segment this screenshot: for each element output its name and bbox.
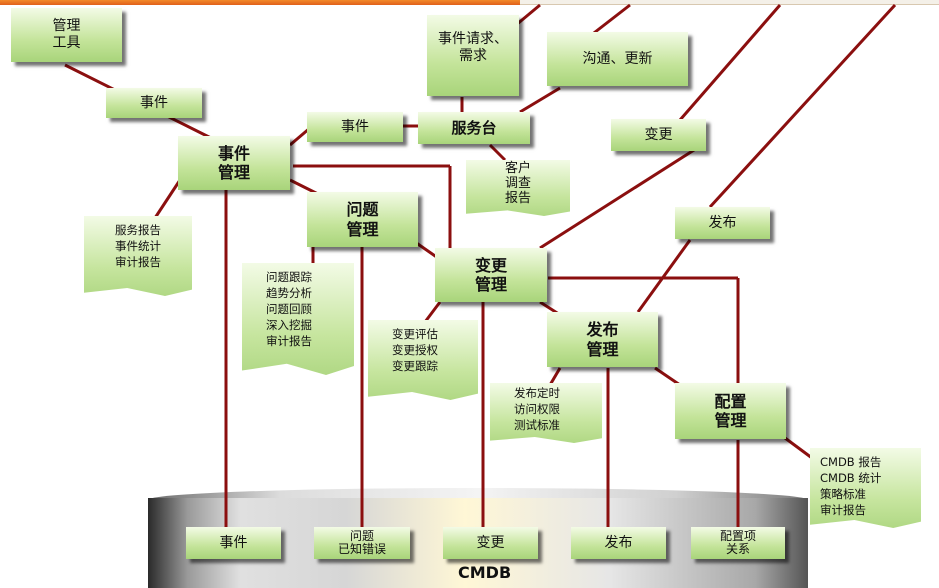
line-change-to-top bbox=[539, 141, 706, 250]
release-label-text: 发布 bbox=[708, 214, 737, 231]
change-docs: 变更评估 变更授权 变更跟踪 bbox=[368, 320, 478, 400]
line-incident-to-reports bbox=[153, 179, 182, 219]
doc-line: 发布定时 bbox=[514, 386, 560, 400]
line-problem-to-change bbox=[414, 240, 439, 260]
mgmt-tools-box: 管理工具 bbox=[11, 8, 122, 62]
connector-lines bbox=[64, 3, 897, 530]
mgmt-tools-line2: 工具 bbox=[52, 35, 81, 51]
doc-line: CMDB 统计 bbox=[820, 471, 882, 486]
release-mgmt-line1: 发布 bbox=[586, 320, 619, 340]
config-mgmt-line1: 配置 bbox=[714, 391, 747, 411]
incident-label-mid-text: 事件 bbox=[341, 118, 369, 135]
cmdb-slot-change-text: 变更 bbox=[476, 534, 505, 551]
doc-line: 审计报告 bbox=[266, 334, 312, 349]
doc-line: 变更跟踪 bbox=[392, 359, 438, 374]
release-label-box: 发布 bbox=[675, 207, 770, 239]
line-release-to-docs bbox=[548, 367, 562, 386]
incident-label-mid: 事件 bbox=[307, 112, 403, 142]
top-accent-bar bbox=[0, 0, 939, 5]
top-accent-strip bbox=[520, 0, 939, 5]
incident-label-top-text: 事件 bbox=[140, 94, 168, 111]
incident-label-top: 事件 bbox=[106, 88, 202, 118]
change-label-text: 变更 bbox=[644, 126, 673, 143]
doc-line: 策略标准 bbox=[820, 487, 866, 502]
change-mgmt-line1: 变更 bbox=[474, 255, 507, 275]
problem-mgmt-box: 问题管理 bbox=[307, 192, 418, 247]
line-desk-to-survey bbox=[488, 143, 507, 162]
mgmt-tools-line1: 管理 bbox=[52, 18, 81, 35]
incident-mgmt-box: 事件管理 bbox=[178, 136, 290, 190]
doc-line: 访问权限 bbox=[514, 402, 560, 417]
service-reports-doc: 服务报告 事件统计 审计报告 bbox=[84, 216, 192, 296]
line-release-label-to-top bbox=[708, 3, 897, 209]
doc-line: 变更评估 bbox=[392, 327, 438, 341]
doc-line: 报告 bbox=[504, 190, 531, 206]
cmdb-slot-problem-line2: 已知错误 bbox=[337, 542, 386, 556]
incident-mgmt-line2: 管理 bbox=[217, 163, 250, 182]
doc-line: 趋势分析 bbox=[266, 286, 312, 301]
release-mgmt-line2: 管理 bbox=[586, 339, 619, 359]
line-incident-to-incident-label bbox=[289, 126, 311, 147]
line-change-label-to-top bbox=[678, 4, 782, 121]
doc-line: 审计报告 bbox=[820, 503, 866, 518]
doc-line: 问题回顾 bbox=[266, 302, 312, 317]
release-mgmt-box: 发布管理 bbox=[547, 312, 658, 367]
problem-mgmt-line1: 问题 bbox=[346, 200, 379, 220]
doc-line: CMDB 报告 bbox=[820, 455, 882, 469]
cmdb-slot-problem: 问题已知错误 bbox=[314, 527, 410, 559]
problem-docs: 问题跟踪 趋势分析 问题回顾 深入挖掘 审计报告 bbox=[242, 263, 354, 375]
cmdb-docs: CMDB 报告 CMDB 统计 策略标准 审计报告 bbox=[810, 448, 921, 528]
doc-line: 审计报告 bbox=[115, 255, 161, 270]
incident-mgmt-line1: 事件 bbox=[217, 143, 250, 163]
line-config-to-cmdb-docs bbox=[784, 436, 813, 460]
doc-line: 调查 bbox=[504, 175, 531, 191]
doc-line: 问题跟踪 bbox=[266, 270, 312, 284]
cmdb-slot-config: 配置项关系 bbox=[691, 527, 785, 559]
cmdb-slot-release-text: 发布 bbox=[604, 534, 633, 551]
release-docs: 发布定时 访问权限 测试标准 bbox=[490, 383, 602, 443]
cmdb-slot-config-line1: 配置项 bbox=[719, 528, 756, 543]
line-release-to-config bbox=[654, 366, 681, 387]
doc-line: 变更授权 bbox=[392, 343, 438, 358]
cmdb-slot-incident: 事件 bbox=[186, 527, 281, 559]
communicate-update-text: 沟通、更新 bbox=[582, 50, 653, 67]
event-request-line2: 需求 bbox=[459, 47, 487, 64]
change-label-box: 变更 bbox=[611, 119, 706, 151]
config-mgmt-box: 配置管理 bbox=[675, 383, 786, 439]
cmdb-slot-config-line2: 关系 bbox=[725, 542, 750, 556]
cmdb-slot-problem-line1: 问题 bbox=[349, 528, 374, 543]
problem-mgmt-line2: 管理 bbox=[346, 219, 379, 239]
doc-line: 测试标准 bbox=[514, 418, 560, 433]
change-mgmt-box: 变更管理 bbox=[435, 248, 547, 302]
doc-line: 深入挖掘 bbox=[266, 318, 312, 333]
doc-line: 服务报告 bbox=[115, 223, 161, 237]
event-request-line1: 事件请求、 bbox=[438, 31, 508, 47]
customer-survey-doc: 客户 调查 报告 bbox=[466, 160, 570, 216]
line-desk-to-communicate bbox=[519, 86, 561, 114]
cmdb-slot-incident-text: 事件 bbox=[219, 534, 248, 551]
cmdb-slot-change: 变更 bbox=[443, 527, 538, 559]
line-communicate-to-top bbox=[589, 3, 631, 38]
change-mgmt-line2: 管理 bbox=[474, 275, 507, 294]
communicate-update-box: 沟通、更新 bbox=[547, 32, 688, 86]
cmdb-slot-release: 发布 bbox=[571, 527, 666, 559]
line-change-to-change-docs bbox=[423, 301, 442, 323]
doc-line: 事件统计 bbox=[115, 239, 161, 254]
config-mgmt-line2: 管理 bbox=[714, 411, 747, 430]
event-request-box: 事件请求、需求 bbox=[427, 15, 519, 96]
doc-line: 客户 bbox=[504, 161, 531, 176]
line-release-to-label bbox=[636, 239, 692, 313]
service-desk-box: 服务台 bbox=[418, 112, 530, 144]
service-desk-text: 服务台 bbox=[451, 119, 497, 137]
